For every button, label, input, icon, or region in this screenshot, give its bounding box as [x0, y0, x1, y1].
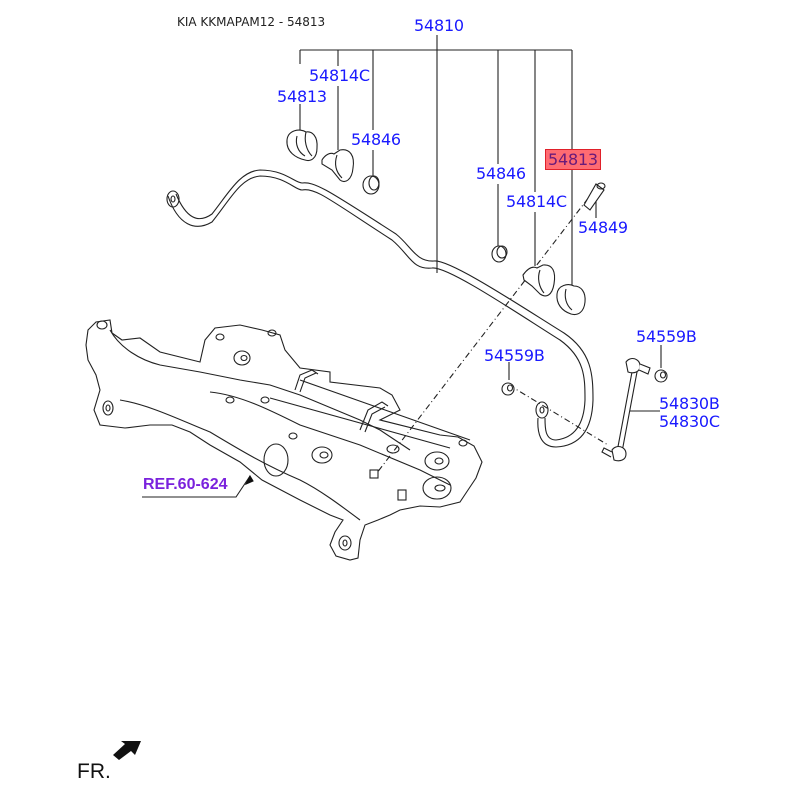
label-54810[interactable]: 54810: [414, 16, 464, 35]
bushing-right-icon: [556, 284, 586, 316]
highlighted-part[interactable]: 54813: [545, 149, 601, 170]
label-link-b[interactable]: 54830B: [659, 394, 720, 413]
bolt-centerline: [372, 187, 597, 479]
bracket-right-icon: [522, 264, 556, 297]
nut-left-icon: [501, 382, 515, 396]
subframe-drawing: [85, 319, 483, 561]
label-left-collar[interactable]: 54846: [351, 130, 401, 149]
front-arrow-icon: [113, 741, 141, 760]
label-link-c[interactable]: 54830C: [659, 412, 720, 431]
reference-label[interactable]: REF.60-624: [143, 476, 228, 493]
label-right-bushing-highlighted[interactable]: 54813: [545, 149, 601, 170]
label-left-bracket[interactable]: 54814C: [309, 66, 370, 85]
collar-right-icon: [491, 245, 508, 263]
stabilizer-link-icon: [601, 357, 651, 462]
bracket-left-icon: [321, 149, 354, 183]
diagram-title: KIA KKMAPAM12 - 54813: [177, 15, 326, 29]
label-nut-left[interactable]: 54559B: [484, 346, 545, 365]
label-bolt[interactable]: 54849: [578, 218, 628, 237]
nut-right-icon: [654, 369, 668, 383]
ref-leader: [142, 475, 251, 498]
label-nut-right[interactable]: 54559B: [636, 327, 697, 346]
bolt-icon: [583, 182, 606, 211]
bushing-left-icon: [286, 129, 318, 162]
label-right-bracket[interactable]: 54814C: [506, 192, 567, 211]
link-centerline: [508, 384, 609, 446]
front-direction-label: FR.: [77, 760, 111, 783]
stabilizer-bar: [166, 169, 594, 448]
label-left-bushing[interactable]: 54813: [277, 87, 327, 106]
label-right-collar[interactable]: 54846: [476, 164, 526, 183]
collar-left-icon: [362, 175, 380, 195]
